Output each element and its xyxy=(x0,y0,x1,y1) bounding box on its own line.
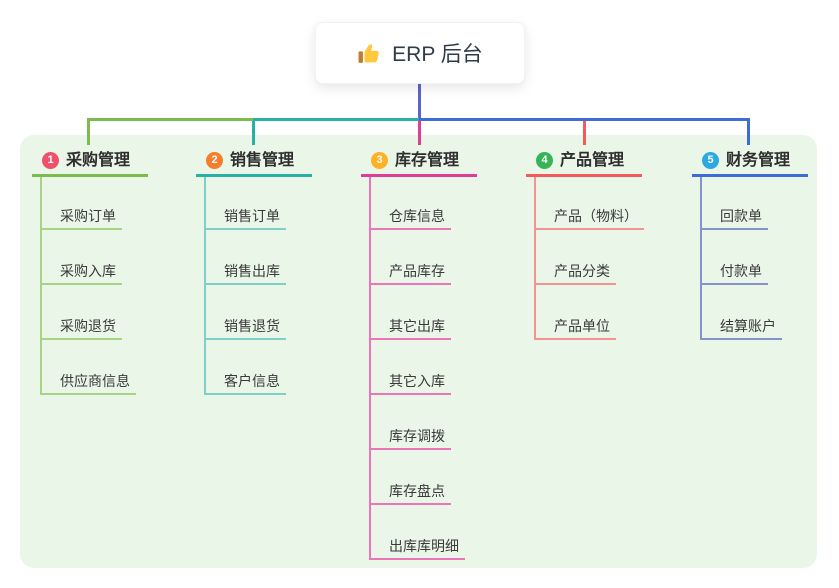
leaf-underline xyxy=(204,393,286,395)
branch-node-title[interactable]: 销售管理 xyxy=(230,152,295,169)
branch-node-title[interactable]: 库存管理 xyxy=(395,152,460,169)
branch-node-title[interactable]: 采购管理 xyxy=(66,152,131,169)
leaf-underline xyxy=(369,558,465,560)
leaf-underline xyxy=(40,393,136,395)
branch-trunk-line xyxy=(369,177,371,560)
leaf-node[interactable]: 库存调拨 xyxy=(389,428,445,444)
branch-node-title[interactable]: 产品管理 xyxy=(560,152,625,169)
branch-number-badge: 3 xyxy=(371,152,388,169)
leaf-node[interactable]: 采购订单 xyxy=(60,208,116,224)
leaf-node[interactable]: 销售出库 xyxy=(224,263,280,279)
branch-bus-segment xyxy=(87,118,253,121)
leaf-underline xyxy=(534,338,616,340)
leaf-node[interactable]: 客户信息 xyxy=(224,373,280,389)
branch-connector-drop xyxy=(87,118,90,145)
leaf-underline xyxy=(369,393,451,395)
thumbs-up-icon xyxy=(357,41,382,66)
leaf-node[interactable]: 采购入库 xyxy=(60,263,116,279)
branch-bus-segment xyxy=(253,118,419,121)
branch-connector-drop xyxy=(252,118,255,145)
leaf-underline xyxy=(40,338,122,340)
leaf-node[interactable]: 采购退货 xyxy=(60,318,116,334)
leaf-underline xyxy=(204,228,286,230)
leaf-node[interactable]: 产品单位 xyxy=(554,318,610,334)
branch-trunk-line xyxy=(40,177,42,395)
branch-trunk-line xyxy=(700,177,702,340)
branch-number-badge: 1 xyxy=(42,152,59,169)
branch-title-underline xyxy=(32,174,148,177)
leaf-node[interactable]: 回款单 xyxy=(720,208,762,224)
root-connector-line xyxy=(418,82,421,121)
leaf-underline xyxy=(369,448,451,450)
branch-number-badge: 4 xyxy=(536,152,553,169)
leaf-underline xyxy=(204,338,286,340)
leaf-underline xyxy=(369,228,451,230)
leaf-underline xyxy=(369,503,451,505)
leaf-node[interactable]: 付款单 xyxy=(720,263,762,279)
leaf-underline xyxy=(700,283,768,285)
leaf-node[interactable]: 库存盘点 xyxy=(389,483,445,499)
branch-title-underline xyxy=(361,174,477,177)
branch-number-badge: 5 xyxy=(702,152,719,169)
leaf-node[interactable]: 供应商信息 xyxy=(60,373,130,389)
branch-connector-drop xyxy=(747,118,750,145)
leaf-node[interactable]: 产品库存 xyxy=(389,263,445,279)
branch-title-underline xyxy=(692,174,808,177)
leaf-underline xyxy=(700,228,768,230)
leaf-underline xyxy=(369,338,451,340)
leaf-node[interactable]: 销售退货 xyxy=(224,318,280,334)
leaf-underline xyxy=(40,228,122,230)
leaf-underline xyxy=(369,283,451,285)
branch-title-underline xyxy=(196,174,312,177)
branch-number-badge: 2 xyxy=(206,152,223,169)
mindmap-background-panel xyxy=(20,135,817,568)
branch-node-title[interactable]: 财务管理 xyxy=(726,152,791,169)
root-node-label: ERP 后台 xyxy=(392,43,483,66)
leaf-underline xyxy=(534,228,644,230)
branch-trunk-line xyxy=(534,177,536,340)
leaf-node[interactable]: 结算账户 xyxy=(720,318,776,334)
leaf-node[interactable]: 产品分类 xyxy=(554,263,610,279)
leaf-underline xyxy=(204,283,286,285)
leaf-underline xyxy=(534,283,616,285)
root-node[interactable]: ERP 后台 xyxy=(315,22,525,84)
branch-title-underline xyxy=(526,174,642,177)
leaf-underline xyxy=(700,338,782,340)
branch-trunk-line xyxy=(204,177,206,395)
leaf-node[interactable]: 销售订单 xyxy=(224,208,280,224)
leaf-node[interactable]: 产品（物料） xyxy=(554,208,638,224)
branch-connector-drop xyxy=(583,118,586,145)
leaf-node[interactable]: 其它出库 xyxy=(389,318,445,334)
branch-bus-segment xyxy=(419,118,750,121)
leaf-node[interactable]: 出库库明细 xyxy=(389,538,459,554)
leaf-underline xyxy=(40,283,122,285)
branch-connector-drop xyxy=(418,118,421,145)
leaf-node[interactable]: 其它入库 xyxy=(389,373,445,389)
leaf-node[interactable]: 仓库信息 xyxy=(389,208,445,224)
